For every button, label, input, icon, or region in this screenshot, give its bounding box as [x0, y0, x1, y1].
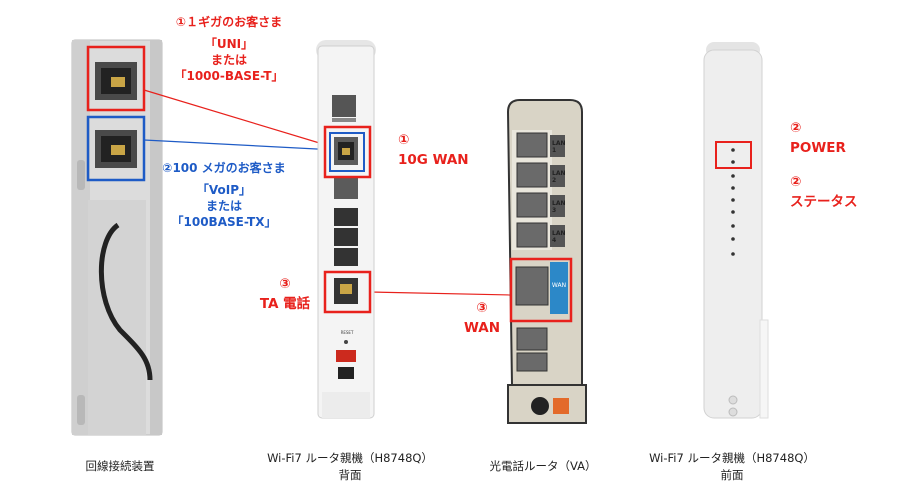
- va-lan1-label: LAN 1: [552, 140, 566, 154]
- front-status-label: ② ステータス: [790, 172, 858, 212]
- hundred-label-line2: 「VoIP」: [196, 183, 252, 197]
- router-ta-text: TA 電話: [259, 296, 311, 312]
- router-front-caption-line2: 前面: [720, 468, 744, 482]
- va-wan-text: WAN: [463, 320, 501, 336]
- front-led-highlight: [715, 141, 752, 169]
- line-uni-to-wan: [143, 89, 337, 149]
- line-ta-to-va-wan: [369, 291, 513, 296]
- uni-port-highlight: [86, 45, 146, 112]
- router-wan-highlight: [323, 125, 372, 179]
- onu-device: [71, 39, 163, 436]
- va-wan-highlight: [509, 257, 573, 323]
- gig-label-line2: 「UNI」: [204, 37, 254, 51]
- onu-caption: 回線接続装置: [85, 459, 155, 473]
- router-wan-num: ①: [398, 132, 410, 148]
- router-wan-label: ① 10G WAN: [398, 130, 469, 170]
- va-wan-port-text: WAN: [551, 282, 567, 289]
- hundred-label-line4: 「100BASE-TX」: [171, 215, 277, 229]
- router-ta-label: ③ TA 電話: [250, 274, 320, 314]
- router-back-device: [316, 40, 376, 419]
- hundred-label-line1: ②100 メガのお客さま: [162, 161, 286, 175]
- front-status-text: ステータス: [790, 194, 858, 210]
- va-lan4-label: LAN 4: [552, 230, 566, 244]
- va-wan-label: ③ WAN: [462, 298, 502, 338]
- front-status-num: ②: [790, 174, 802, 190]
- router-ta-highlight: [323, 270, 372, 314]
- router-ta-num: ③: [279, 276, 291, 292]
- router-wan-inner-highlight: [329, 132, 365, 172]
- router-front-caption: Wi-Fi7 ルータ親機（H8748Q） 前面: [632, 450, 832, 484]
- router-front-device: [703, 42, 769, 419]
- hundred-label-line3: または: [205, 199, 242, 213]
- router-back-caption-line1: Wi-Fi7 ルータ親機（H8748Q）: [267, 451, 433, 465]
- front-power-text: POWER: [790, 140, 846, 156]
- gig-label-line3: または: [210, 53, 247, 67]
- hundred-customer-label: ②100 メガのお客さま 「VoIP」 または 「100BASE-TX」: [154, 160, 294, 230]
- front-power-num: ②: [790, 120, 802, 136]
- va-device: [506, 99, 587, 424]
- va-lan3-label: LAN 3: [552, 200, 566, 214]
- va-caption: 光電話ルータ（VA）: [489, 459, 597, 473]
- front-power-label: ② POWER: [790, 118, 846, 158]
- va-lan2-label: LAN 2: [552, 170, 566, 184]
- gig-customer-label: ①１ギガのお客さま 「UNI」 または 「1000-BASE-T」: [164, 14, 294, 84]
- router-reset-text: RESET: [340, 330, 354, 335]
- voip-port-highlight: [86, 115, 146, 182]
- router-back-caption-line2: 背面: [338, 468, 362, 482]
- gig-label-line4: 「1000-BASE-T」: [174, 69, 284, 83]
- gig-label-line1: ①１ギガのお客さま: [175, 15, 283, 29]
- router-front-caption-line1: Wi-Fi7 ルータ親機（H8748Q）: [649, 451, 815, 465]
- va-wan-num: ③: [476, 300, 488, 316]
- router-back-caption: Wi-Fi7 ルータ親機（H8748Q） 背面: [250, 450, 450, 484]
- router-wan-text: 10G WAN: [398, 152, 469, 168]
- line-voip-to-wan: [143, 139, 337, 151]
